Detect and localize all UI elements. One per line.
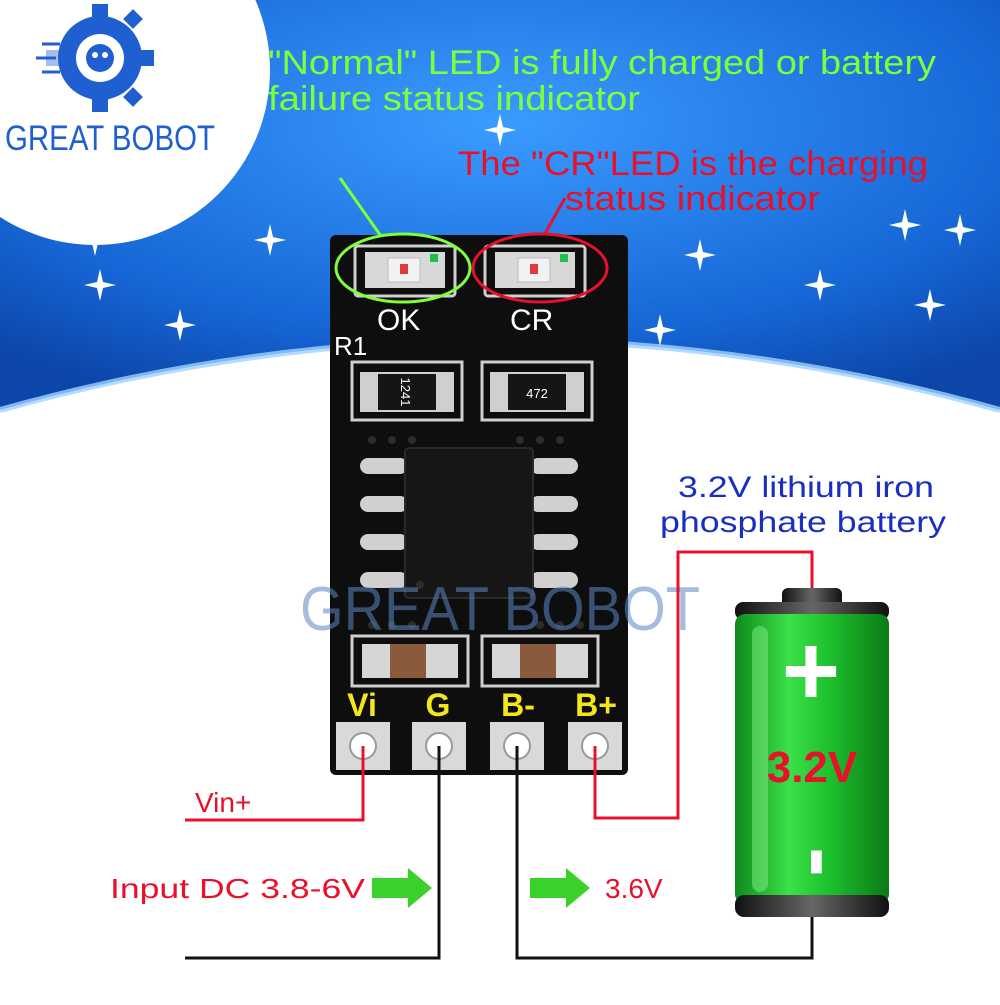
r1-silkscreen: R1	[334, 331, 367, 361]
pcb-vias	[368, 436, 584, 629]
ok-led-annotation-line1: "Normal" LED is fully charged or battery	[268, 44, 936, 82]
ok-led	[353, 244, 457, 298]
brand-name: GREAT BOBOT	[5, 119, 215, 158]
wire-vin	[185, 746, 365, 822]
battery-type-line2: phosphate battery	[660, 506, 946, 539]
battery	[735, 588, 889, 917]
svg-text:472: 472	[526, 386, 548, 401]
wire-battery-positive	[593, 550, 814, 820]
resistor-472: 472	[480, 360, 594, 422]
battery-minus-sign: -	[773, 847, 873, 877]
cr-led-annotation-line1: The "CR"LED is the charging	[458, 145, 928, 183]
output-voltage-label: 3.6V	[605, 873, 663, 904]
battery-plus-sign: +	[782, 615, 840, 727]
pin-label-b-plus: B+	[575, 687, 617, 723]
input-voltage-label: Input DC 3.8-6V	[110, 873, 365, 904]
resistor-1241: 1241	[350, 360, 464, 422]
ok-led-highlight	[334, 232, 472, 304]
battery-voltage: 3.2V	[767, 743, 858, 792]
output-arrow-icon	[530, 868, 590, 908]
cr-led-highlight	[471, 232, 609, 304]
vin-label: Vin+	[195, 787, 251, 818]
pin-label-b-minus: B-	[501, 687, 535, 723]
charger-ic	[360, 447, 578, 599]
capacitor-right	[480, 634, 600, 688]
cr-led-annotation-line2: status indicator	[565, 180, 820, 218]
capacitor-left	[350, 634, 470, 688]
wire-ground-input	[185, 746, 441, 960]
pin-label-vi: Vi	[347, 687, 377, 723]
ok-silkscreen: OK	[377, 304, 420, 337]
cr-silkscreen: CR	[510, 304, 553, 337]
brand-watermark: GREAT BOBOT	[300, 575, 700, 644]
svg-text:1241: 1241	[398, 378, 413, 407]
battery-type-line1: 3.2V lithium iron	[678, 471, 934, 504]
pin-label-g: G	[426, 687, 451, 723]
wire-battery-negative	[515, 746, 814, 960]
cr-led	[483, 244, 587, 298]
ok-led-annotation-line2: failure status indicator	[268, 80, 640, 118]
input-arrow-icon	[372, 868, 432, 908]
